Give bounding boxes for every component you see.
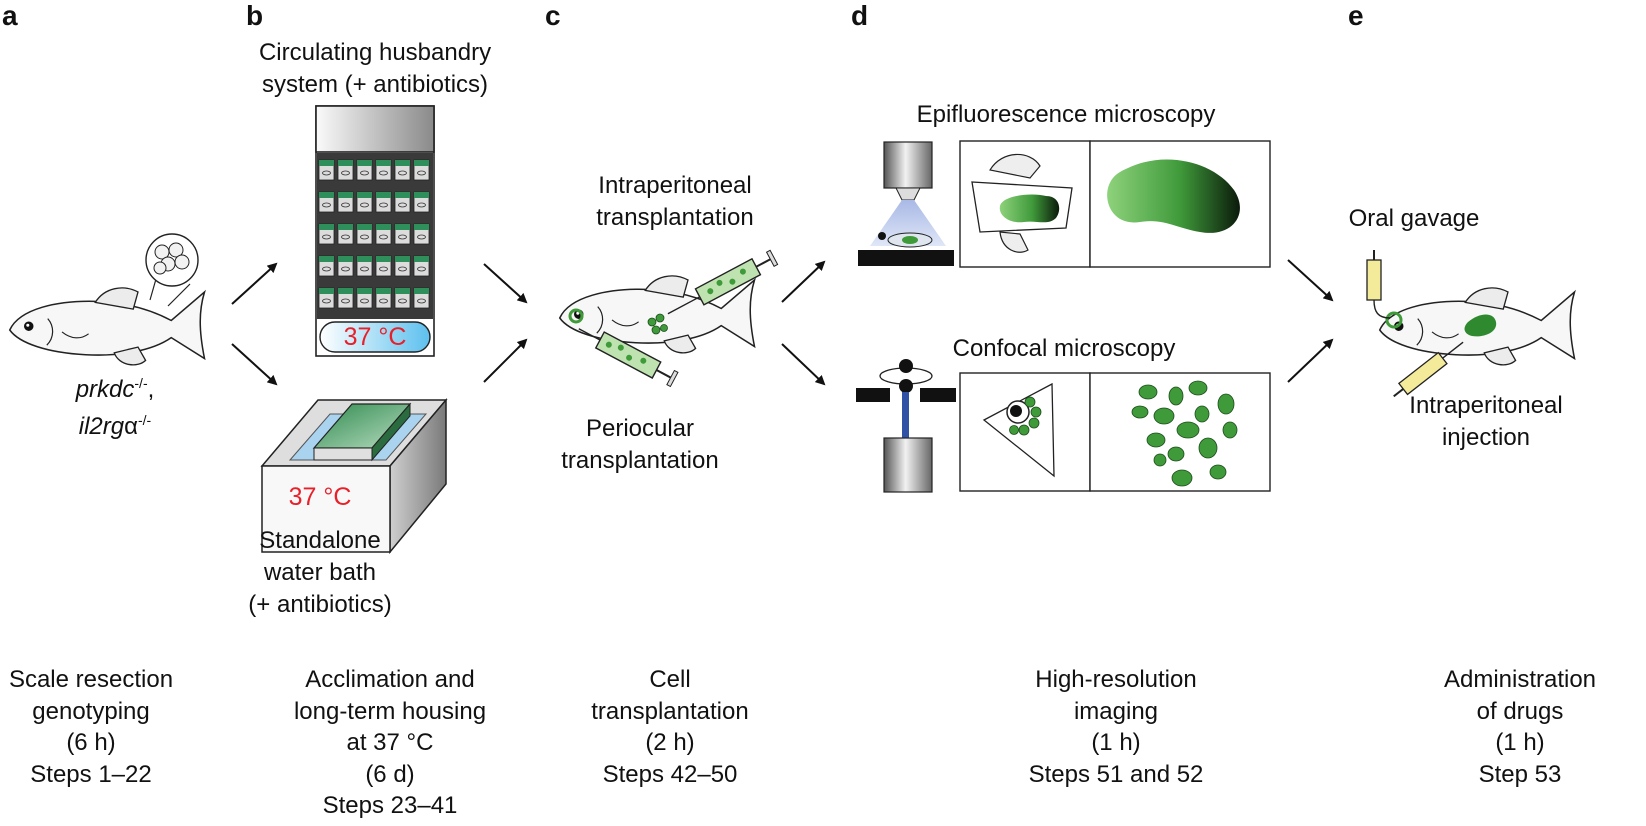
epi-title: Epifluorescence microscopy — [916, 101, 1216, 128]
ip-injection-syringe — [1393, 341, 1464, 398]
husbandry-temperature: 37 °C — [343, 323, 407, 351]
arrow-c-to-confocal — [781, 343, 826, 386]
ip-syringe — [667, 249, 779, 315]
husbandry-rack — [315, 105, 435, 357]
epifluorescence-setup — [858, 141, 954, 266]
po-syringe — [578, 328, 679, 388]
water-bath — [260, 397, 448, 555]
oral-gavage-caption: Oral gavage — [1348, 205, 1480, 232]
ip-transplant-caption: Intraperitoneal transplantation — [596, 172, 754, 231]
po-transplant-caption: Periocular transplantation — [561, 415, 719, 474]
transplant-fish — [558, 249, 779, 388]
bath-temperature: 37 °C — [288, 483, 352, 511]
arrow-a-to-bath — [231, 343, 278, 386]
panel-label-b: b — [246, 0, 264, 31]
panel-label-a: a — [2, 0, 18, 31]
panel-label-e: e — [1348, 0, 1364, 31]
bath-caption: Standalone water bath (+ antibiotics) — [248, 527, 392, 618]
panel-label-d: d — [851, 0, 869, 31]
husbandry-caption: Circulating husbandry system (+ antibiot… — [258, 39, 492, 98]
drug-fish — [1366, 250, 1576, 398]
epi-image-panels — [959, 140, 1271, 268]
panel-label-c: c — [545, 0, 561, 31]
genotyped-fish — [8, 233, 206, 366]
ip-injection-caption: Intraperitoneal injection — [1409, 392, 1563, 451]
arrow-a-to-husbandry — [231, 262, 278, 305]
genotype-label: prkdc-/-, il2rgα-/- — [75, 375, 155, 440]
gavage-syringe — [1366, 250, 1391, 319]
arrow-c-to-epi — [781, 260, 826, 303]
arrow-epi-to-e — [1287, 259, 1334, 302]
confocal-setup — [856, 359, 956, 493]
arrow-confocal-to-e — [1287, 338, 1334, 383]
arrow-bath-to-c — [483, 338, 528, 383]
confocal-title: Confocal microscopy — [952, 335, 1176, 362]
confocal-image-panels — [959, 372, 1271, 492]
arrow-husbandry-to-c — [483, 263, 528, 304]
